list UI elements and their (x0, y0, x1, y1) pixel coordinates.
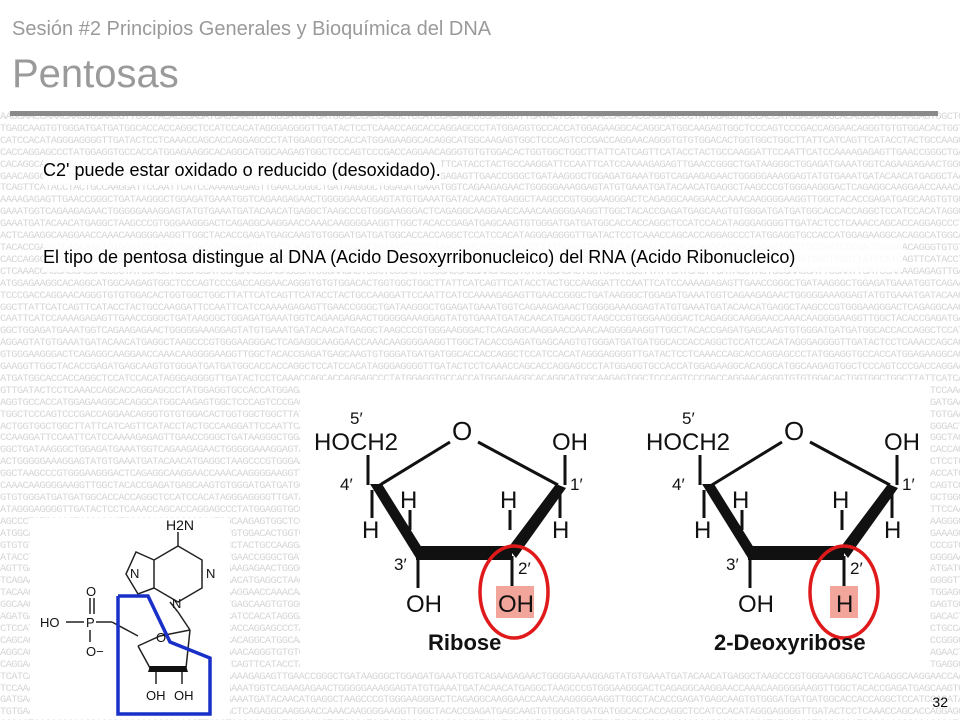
deoxyribose-c2-h-label: H (836, 591, 853, 618)
deoxyribose-prime-4: 4′ (672, 475, 685, 494)
pentose-structures: HOCH2 O OH H H H H OH 5′ 4′ 3′ 2′ 1′ OH … (300, 380, 930, 670)
ribose-ring-oxygen-label: O (452, 416, 472, 446)
ribose-structure: HOCH2 O OH H H H H OH 5′ 4′ 3′ 2′ 1′ OH … (314, 409, 588, 655)
slide-subtitle: Sesión #2 Principios Generales y Bioquím… (12, 18, 492, 40)
deoxyribose-h-label-2: H (884, 517, 901, 544)
nitrogen-label-2: N (130, 566, 139, 581)
phosphate-ho-label: HO (40, 615, 60, 630)
paragraph-pentose-type: El tipo de pentosa distingue al DNA (Aci… (43, 242, 903, 272)
amine-label: H2N (166, 518, 194, 533)
ribose-h-label-4: H (400, 487, 417, 514)
nitrogen-label: N (172, 596, 181, 611)
paragraph-oxidation: C2' puede estar oxidado o reducido (deso… (43, 155, 441, 185)
deoxyribose-prime-3: 3′ (726, 555, 739, 574)
slide-title: Pentosas (12, 52, 179, 96)
deoxyribose-prime-5: 5′ (682, 409, 695, 428)
deoxyribose-structure: HOCH2 O OH H H H H OH 5′ 4′ 3′ 2′ 1′ H 2… (646, 409, 920, 655)
sugar-highlight-outline (116, 594, 212, 716)
phosphorus-label: P (86, 615, 95, 630)
ribose-c1-oh-label: OH (552, 429, 588, 456)
nitrogen-label-3: N (206, 566, 215, 581)
ribose-hoch2-label: HOCH2 (314, 429, 398, 456)
hydroxyl-label-3: OH (146, 688, 166, 703)
phosphate-oxygen-label: O (86, 584, 96, 599)
deoxyribose-hoch2-label: HOCH2 (646, 429, 730, 456)
title-divider (10, 111, 938, 116)
deoxyribose-prime-2: 2′ (850, 559, 863, 578)
deoxyribose-c3-oh-label: OH (738, 591, 774, 618)
ring-oxygen-label: O (156, 630, 166, 645)
phosphate-oxygen-minus-label: O− (86, 644, 104, 659)
ribose-prime-2: 2′ (518, 559, 531, 578)
ribose-h-label-3: H (500, 487, 517, 514)
deoxyribose-prime-1: 1′ (902, 475, 915, 494)
nucleotide-structure: H2N N N N O HO P O O− OH OH (30, 518, 230, 718)
ribose-prime-3: 3′ (394, 555, 407, 574)
ribose-prime-4: 4′ (340, 475, 353, 494)
ribose-highlight-box (496, 586, 534, 618)
ribose-h-label-1: H (362, 517, 379, 544)
ribose-highlight-circle (478, 544, 550, 640)
deoxyribose-name-label: 2-Deoxyribose (714, 630, 866, 655)
ribose-c2-oh-label: OH (498, 591, 534, 618)
ribose-prime-5: 5′ (350, 409, 363, 428)
page-number: 32 (932, 694, 948, 710)
hydroxyl-label-2: OH (174, 688, 194, 703)
ribose-prime-1: 1′ (570, 475, 583, 494)
deoxyribose-highlight-box (830, 586, 858, 618)
deoxyribose-ring-oxygen-label: O (784, 416, 804, 446)
ribose-h-label-2: H (552, 517, 569, 544)
deoxyribose-h-label-1: H (694, 517, 711, 544)
deoxyribose-highlight-circle (808, 544, 880, 640)
deoxyribose-h-label-4: H (732, 487, 749, 514)
deoxyribose-c1-oh-label: OH (884, 429, 920, 456)
deoxyribose-h-label-3: H (832, 487, 849, 514)
ribose-c3-oh-label: OH (406, 591, 442, 618)
ribose-name-label: Ribose (428, 630, 501, 655)
